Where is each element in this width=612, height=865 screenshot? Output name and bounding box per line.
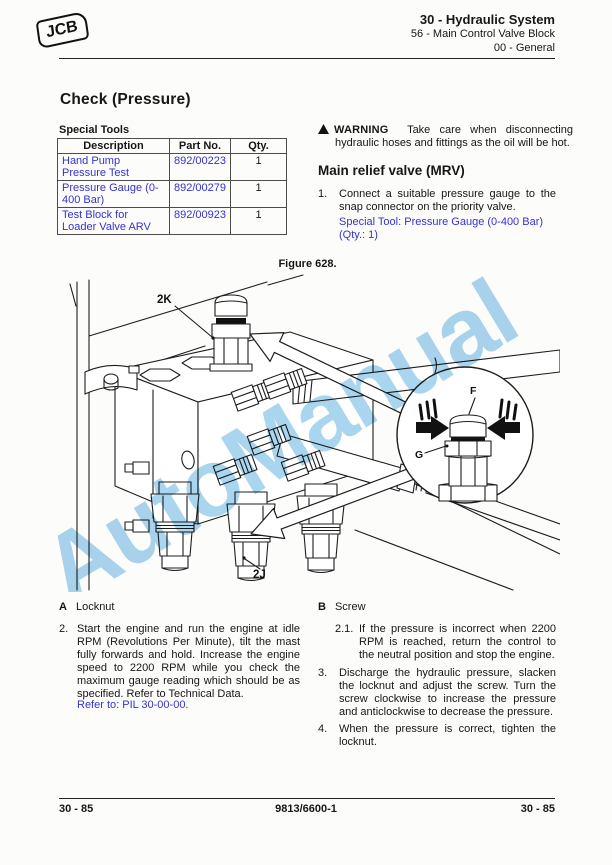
callout-f-label: F: [470, 385, 477, 397]
legend-b-key: B: [318, 601, 326, 613]
jcb-logo-text: JCB: [45, 17, 79, 42]
header-titles: 30 - Hydraulic System 56 - Main Control …: [411, 13, 555, 55]
legend-a-label: Locknut: [75, 601, 115, 613]
step-4: 4. When the pressure is correct, tighten…: [318, 723, 556, 749]
tool-qty: 1: [230, 153, 287, 181]
footer-page-number-right: 30 - 85: [520, 803, 555, 815]
tool-description-link[interactable]: Test Block for Loader Valve ARV: [57, 207, 170, 235]
chapter-title: 30 - Hydraulic System: [419, 12, 555, 27]
footer-page-number-left: 30 - 85: [59, 803, 94, 815]
step-2: 2. Start the engine and run the engine a…: [59, 623, 300, 700]
legend-b-label: Screw: [334, 601, 366, 613]
tool-qty: 1: [230, 180, 287, 208]
step-number: 1.: [318, 188, 328, 200]
callout-2j-label: 2J: [253, 569, 266, 581]
warning-icon: [318, 124, 329, 134]
footer-doc-number: 9813/6600-1: [275, 803, 337, 815]
callout-2k-label: 2K: [157, 294, 172, 306]
subsection-title: 00 - General: [493, 42, 555, 54]
warning-label: WARNING: [334, 124, 389, 136]
header-rule: [59, 58, 555, 59]
step-text: If the pressure is incorrect when 2200 R…: [359, 623, 556, 661]
refer-to-link[interactable]: Refer to: PIL 30-00-00.: [77, 699, 189, 711]
step-text: Start the engine and run the engine at i…: [77, 623, 300, 700]
table-header-row: Description Part No. Qty.: [57, 138, 287, 154]
table-row: Hand Pump Pressure Test 892/00223 1: [57, 153, 287, 181]
tool-part-no-link[interactable]: 892/00223: [169, 153, 231, 181]
warning-text: Take care when disconnecting hydraulic h…: [335, 124, 573, 149]
figure-628-diagram: 2K 2J F G AutoManual: [55, 272, 560, 592]
section-title: 56 - Main Control Valve Block: [410, 28, 555, 40]
special-tools-table: Description Part No. Qty. Hand Pump Pres…: [57, 138, 287, 235]
mrv-heading: Main relief valve (MRV): [318, 163, 465, 178]
step-number: 2.1.: [335, 623, 354, 635]
footer-rule: [59, 798, 555, 799]
step-text: When the pressure is correct, tighten th…: [339, 723, 556, 748]
step-3: 3. Discharge the hydraulic pressure, sla…: [318, 667, 556, 719]
step-text: Discharge the hydraulic pressure, slacke…: [339, 667, 556, 718]
step-number: 2.: [59, 623, 69, 635]
col-qty: Qty.: [230, 138, 287, 154]
table-row: Pressure Gauge (0-400 Bar) 892/00279 1: [57, 180, 287, 208]
step-number: 3.: [318, 667, 328, 679]
tool-description-link[interactable]: Pressure Gauge (0-400 Bar): [57, 180, 170, 208]
tool-qty: 1: [230, 207, 287, 235]
figure-caption: Figure 628.: [278, 258, 337, 270]
tool-part-no-link[interactable]: 892/00279: [169, 180, 231, 208]
callout-g-label: G: [415, 449, 423, 461]
col-part-no: Part No.: [169, 138, 231, 154]
legend-b: B Screw: [318, 601, 366, 613]
step-text: Connect a suitable pressure gauge to the…: [339, 188, 556, 213]
tool-description-link[interactable]: Hand Pump Pressure Test: [57, 153, 170, 181]
col-description: Description: [57, 138, 170, 154]
warning-note: WARNING Take care when disconnecting hyd…: [318, 124, 573, 150]
page-title: Check (Pressure): [60, 91, 191, 108]
step-number: 4.: [318, 723, 328, 735]
jcb-logo: JCB: [35, 10, 90, 50]
legend-a-key: A: [59, 601, 67, 613]
table-row: Test Block for Loader Valve ARV 892/0092…: [57, 207, 287, 235]
special-tools-label: Special Tools: [59, 124, 130, 136]
tool-part-no-link[interactable]: 892/00923: [169, 207, 231, 235]
step-1: 1. Connect a suitable pressure gauge to …: [318, 188, 556, 214]
legend-a: A Locknut: [59, 601, 114, 613]
special-tool-link[interactable]: Special Tool: Pressure Gauge (0-400 Bar)…: [339, 216, 544, 241]
step-2-1: 2.1. If the pressure is incorrect when 2…: [335, 623, 556, 662]
